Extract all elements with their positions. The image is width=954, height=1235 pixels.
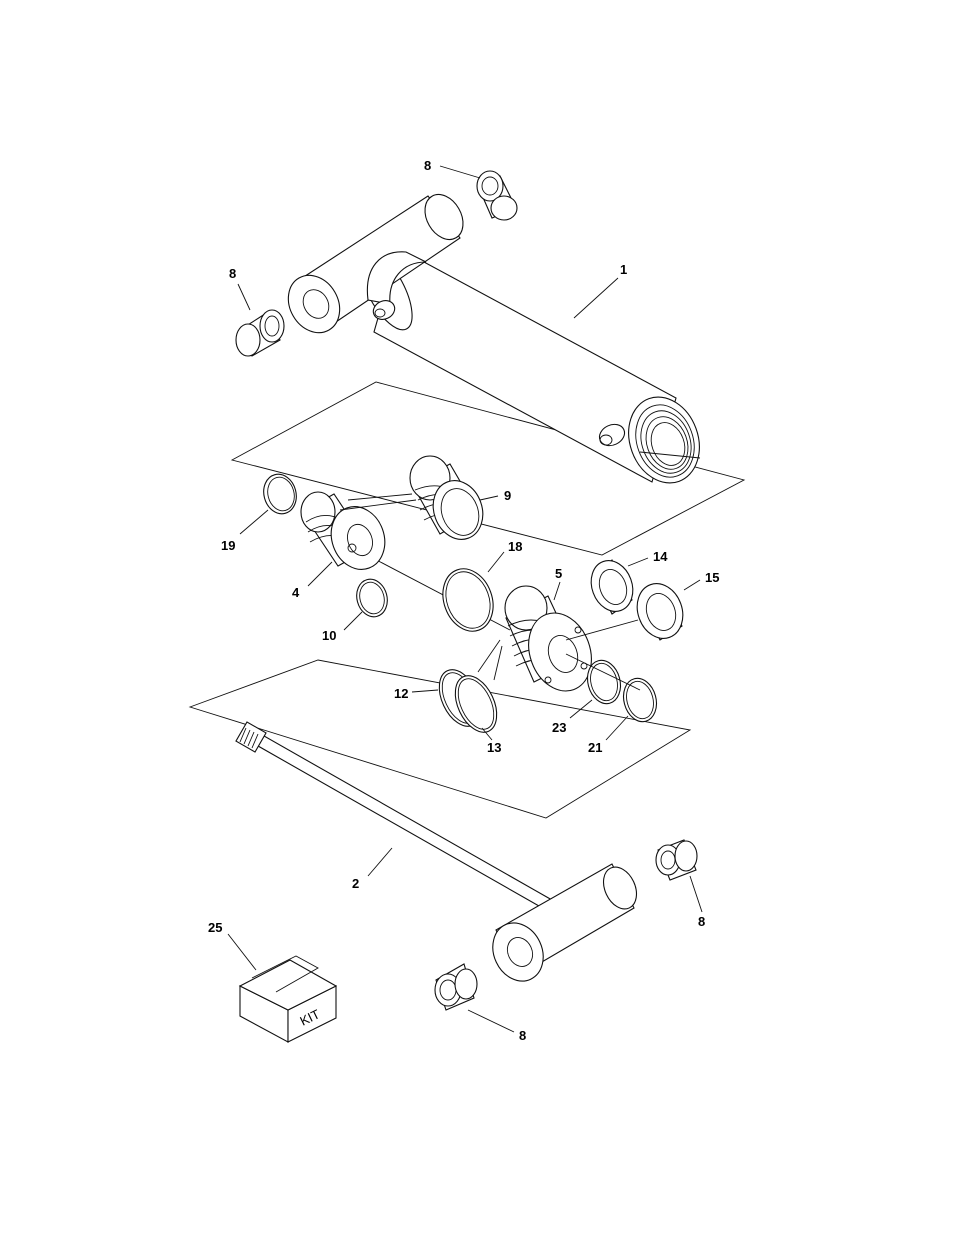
leader-8-left [238, 284, 250, 310]
cylinder-barrel [278, 188, 711, 493]
leader-8-top [440, 166, 480, 178]
bushing-top [477, 171, 517, 220]
callout-14: 14 [653, 549, 668, 564]
leader-12 [412, 690, 438, 692]
leader-9-to-4b [340, 500, 416, 510]
leader-8-right [690, 876, 702, 912]
leader-5 [554, 582, 560, 600]
callout-8-left: 8 [229, 266, 236, 281]
piston [410, 456, 491, 546]
callout-25: 25 [208, 920, 222, 935]
callout-8-bottom: 8 [519, 1028, 526, 1043]
kit-box: KIT [240, 956, 336, 1042]
leader-19 [240, 510, 268, 534]
callout-12: 12 [394, 686, 408, 701]
leader-25 [228, 934, 256, 970]
callout-18: 18 [508, 539, 522, 554]
leader-10 [344, 612, 362, 630]
callout-13: 13 [487, 740, 501, 755]
retaining-ring-19 [259, 471, 300, 518]
leader-9-to-4 [348, 494, 412, 500]
wiper-14 [584, 555, 639, 618]
leader-23 [570, 700, 592, 718]
callout-2: 2 [352, 876, 359, 891]
leader-12-to-5b [494, 646, 502, 680]
bushing-right [656, 840, 697, 880]
callout-23: 23 [552, 720, 566, 735]
leader-4 [308, 562, 332, 586]
callout-10: 10 [322, 628, 336, 643]
callout-4: 4 [292, 585, 300, 600]
callout-8-right: 8 [698, 914, 705, 929]
o-ring-18 [435, 562, 502, 639]
callout-19: 19 [221, 538, 235, 553]
callout-1: 1 [620, 262, 627, 277]
callout-5: 5 [555, 566, 562, 581]
leader-14 [628, 558, 648, 566]
leader-21 [606, 716, 628, 740]
leader-8-bottom [468, 1010, 514, 1032]
bushing-bottom [435, 964, 477, 1010]
rod-seal-15 [630, 577, 690, 645]
callout-15: 15 [705, 570, 719, 585]
leader-1 [574, 278, 618, 318]
o-ring-10 [353, 576, 392, 620]
piston-rod [236, 722, 643, 989]
leader-9 [480, 496, 498, 500]
bushing-left [236, 310, 284, 356]
leader-18 [488, 552, 504, 572]
callout-21: 21 [588, 740, 602, 755]
callout-8-top: 8 [424, 158, 431, 173]
callout-9: 9 [504, 488, 511, 503]
leader-2 [368, 848, 392, 876]
leader-15 [684, 580, 700, 590]
